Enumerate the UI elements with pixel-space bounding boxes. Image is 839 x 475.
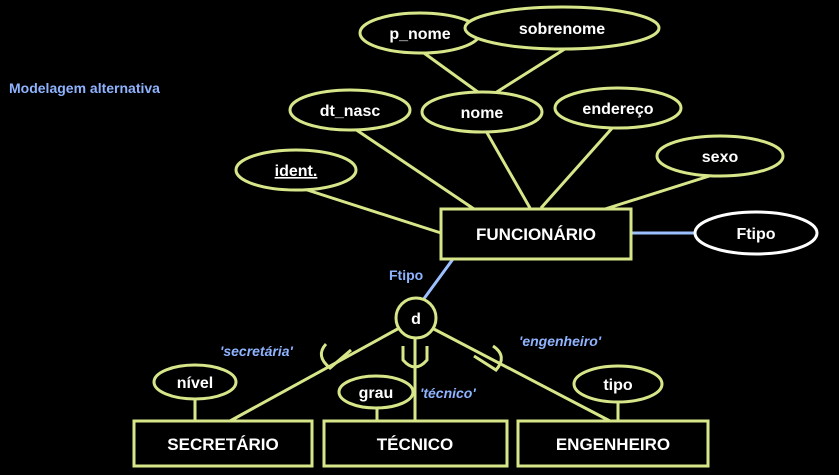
condition-secretaria: 'secretária' [220, 343, 293, 359]
link-dtnasc-funcionario [351, 125, 475, 211]
connector-lines [193, 45, 723, 423]
attr-ftipo-label: Ftipo [736, 226, 775, 243]
attr-sobrenome: sobrenome [463, 5, 661, 51]
attr-p-nome-label: p_nome [389, 26, 450, 43]
link-nome-funcionario [484, 130, 532, 209]
link-disjoint-engenheiro [429, 325, 611, 423]
attr-ident-label: ident. [275, 163, 318, 180]
attr-nivel: nível [152, 363, 238, 401]
entity-secretario: SECRETÁRIO [132, 419, 314, 468]
attr-sexo: sexo [655, 134, 785, 178]
attr-nome-label: nome [461, 105, 504, 122]
link-ident-funcionario [297, 185, 442, 235]
link-disjoint-secretario [229, 324, 404, 423]
disjoint-symbol: d [411, 311, 421, 328]
entity-tecnico: TÉCNICO [322, 419, 509, 468]
slide-title: Modelagem alternativa [9, 80, 160, 96]
discriminator-label: Ftipo [389, 267, 423, 283]
subset-symbols [319, 342, 503, 372]
attr-ftipo: Ftipo [693, 210, 819, 256]
attr-sobrenome-label: sobrenome [519, 21, 605, 38]
entity-engenheiro-label: ENGENHEIRO [556, 435, 670, 454]
attr-endereco-label: endereço [582, 101, 653, 118]
entity-funcionario: FUNCIONÁRIO [439, 207, 633, 261]
attr-dt-nasc: dt_nasc [288, 88, 412, 132]
condition-tecnico: 'técnico' [420, 385, 476, 401]
attr-grau-label: grau [359, 385, 394, 402]
entity-engenheiro: ENGENHEIRO [516, 419, 710, 468]
link-endereco-funcionario [539, 125, 616, 209]
attr-grau: grau [337, 374, 415, 410]
entity-tecnico-label: TÉCNICO [377, 435, 454, 454]
attr-nome: nome [420, 90, 544, 134]
link-pnome-nome [416, 46, 483, 97]
subset-symbol-secretario [319, 342, 352, 370]
attr-p-nome: p_nome [358, 11, 482, 55]
attr-tipo: tipo [572, 364, 664, 404]
attr-endereco: endereço [553, 86, 683, 130]
subset-symbol-engenheiro [473, 344, 503, 372]
link-sobrenome-nome [491, 45, 569, 97]
disjoint-circle: d [394, 296, 438, 340]
link-funcionario-disjoint [421, 258, 455, 301]
attr-dt-nasc-label: dt_nasc [320, 103, 381, 120]
condition-engenheiro: 'engenheiro' [519, 333, 602, 349]
attr-nivel-label: nível [177, 375, 213, 392]
entity-secretario-label: SECRETÁRIO [167, 435, 278, 454]
link-sexo-funcionario [604, 170, 723, 211]
attr-ident-key: ident. [234, 148, 358, 192]
subset-symbol-tecnico [401, 346, 429, 369]
attr-sexo-label: sexo [702, 149, 739, 166]
attr-tipo-label: tipo [603, 377, 633, 394]
entity-funcionario-label: FUNCIONÁRIO [476, 225, 596, 244]
